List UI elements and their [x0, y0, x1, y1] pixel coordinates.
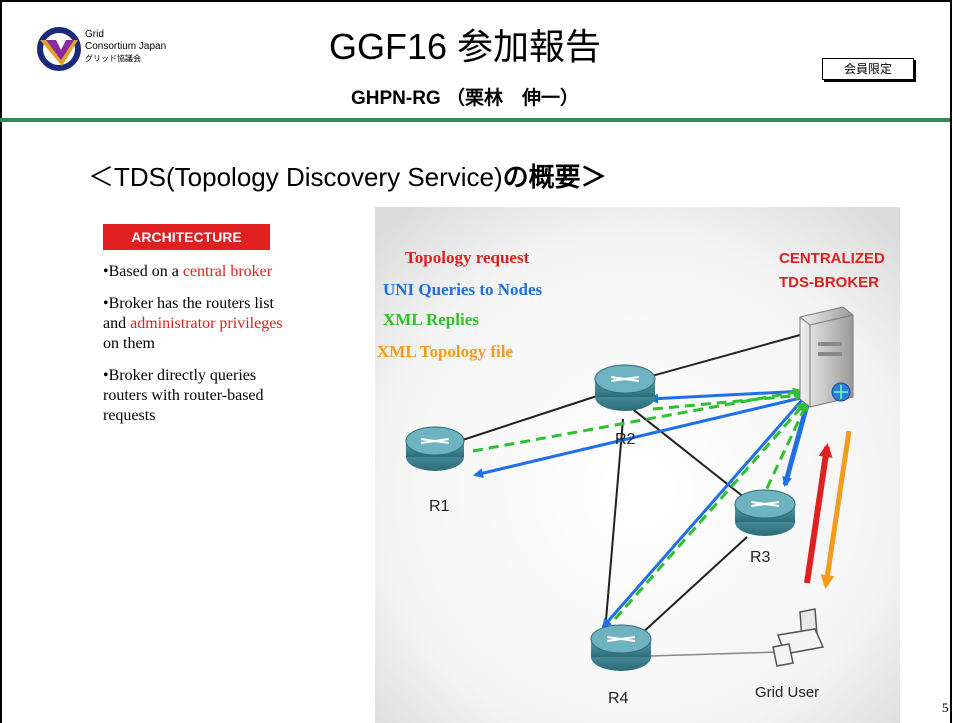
frame-right-border: [950, 0, 952, 723]
architecture-bullet-list: •Based on a central broker •Broker has t…: [103, 262, 293, 438]
query-arrow-r2: [648, 389, 806, 404]
link-r2-r3: [629, 406, 751, 503]
broker-label-line-2: TDS-BROKER: [779, 274, 879, 291]
header-divider: [0, 118, 950, 122]
page-number: 5: [942, 700, 949, 715]
bullet-item: •Broker has the routers list and adminis…: [103, 294, 293, 354]
bullet-text: •Broker has the routers list and: [103, 295, 274, 332]
frame-top-border: [0, 0, 952, 2]
logo-line-1: Grid: [85, 29, 104, 40]
link-r2-r4: [604, 418, 624, 633]
broker-label-line-1: CENTRALIZED: [779, 250, 885, 267]
bullet-item: •Based on a central broker: [103, 262, 293, 282]
topology-file-arrow: [820, 430, 852, 589]
router-label-r1: R1: [429, 498, 450, 515]
subtitle-prefix: GHPN-RG （: [350, 88, 465, 109]
subtitle-name: 栗林 伸一: [464, 88, 560, 109]
link-r2-broker: [629, 334, 801, 383]
topology-request-arrow: [804, 443, 833, 584]
legend-xml-replies: XML Replies: [383, 310, 479, 329]
frame-left-border: [0, 0, 2, 723]
query-arrow-r4: [601, 398, 805, 629]
reply-arrow-r1: [472, 387, 803, 453]
architecture-label: ARCHITECTURE: [103, 224, 270, 250]
bullet-text: •Based on a: [103, 263, 183, 280]
members-only-badge: 会員限定: [822, 58, 914, 80]
router-label-r2: R2: [615, 431, 636, 448]
grid-consortium-logo-icon: [37, 27, 81, 71]
subtitle-suffix: ）: [560, 88, 580, 109]
query-arrow-r1: [473, 395, 806, 479]
link-r4-user: [649, 651, 781, 657]
bullet-text: •Broker directly queries routers with ro…: [103, 367, 264, 424]
router-label-r3: R3: [750, 549, 771, 566]
xml-reply-arrows: [472, 387, 809, 620]
router-r4-icon: [590, 624, 652, 671]
logo-line-2: Consortium Japan: [85, 41, 167, 52]
logo-text: Grid Consortium Japan グリッド協議会: [85, 29, 166, 65]
broker-server-icon: [799, 306, 854, 408]
legend-uni-queries: UNI Queries to Nodes: [383, 280, 543, 299]
bullet-highlight: central broker: [182, 263, 273, 280]
bullet-text-end: on them: [103, 335, 155, 352]
router-r1-icon: [405, 426, 465, 471]
legend-topology-request: Topology request: [405, 248, 530, 267]
bullet-highlight: administrator privileges: [130, 315, 283, 332]
reply-arrow-r3: [758, 401, 809, 504]
heading-prefix: ＜TDS(Topology Discovery Service): [88, 162, 503, 192]
link-r3-r4: [639, 536, 748, 636]
grid-user-label: Grid User: [755, 684, 819, 701]
heading-suffix: の概要＞: [502, 162, 607, 192]
query-arrow-r3: [782, 404, 810, 487]
router-r2-icon: [594, 364, 656, 411]
router-label-r4: R4: [608, 690, 629, 707]
logo-line-3: グリッド協議会: [85, 54, 141, 63]
section-heading: ＜TDS(Topology Discovery Service)の概要＞: [88, 157, 607, 194]
router-r3-icon: [734, 489, 796, 536]
legend-xml-topology-file: XML Topology file: [377, 342, 513, 361]
page-title: GGF16 参加報告: [328, 26, 602, 67]
reply-arrow-r2: [652, 390, 805, 411]
uni-query-arrows: [473, 389, 810, 629]
bullet-item: •Broker directly queries routers with ro…: [103, 366, 293, 426]
network-links: [434, 334, 801, 636]
grid-user-computer-icon: [772, 608, 825, 667]
page-subtitle: GHPN-RG （栗林 伸一）: [250, 83, 680, 110]
tds-network-diagram: Topology request UNI Queries to Nodes XM…: [375, 207, 900, 723]
